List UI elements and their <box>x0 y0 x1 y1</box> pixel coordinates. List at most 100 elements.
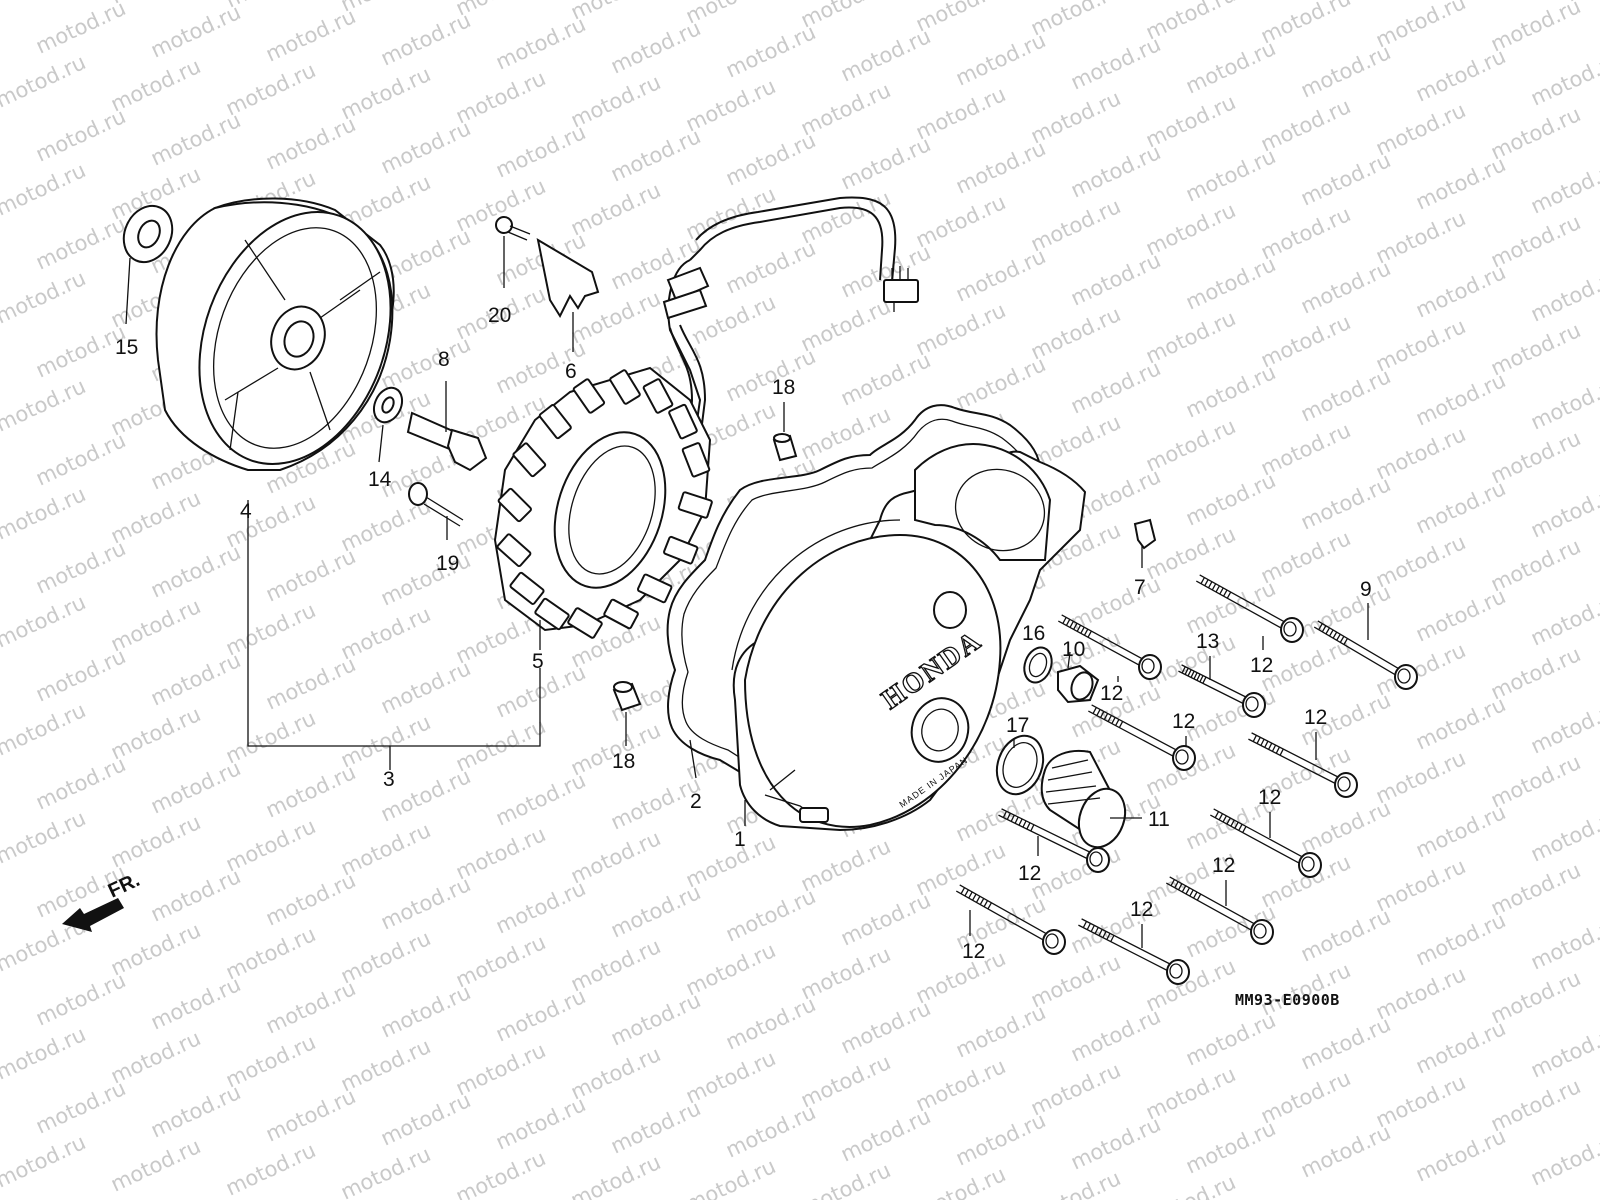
watermark-text: motod.ru <box>1412 1124 1509 1186</box>
watermark-text: motod.ru <box>607 16 704 78</box>
callout-2: 2 <box>690 790 702 813</box>
watermark-text: motod.ru <box>377 656 474 718</box>
stator-tooth <box>603 598 639 630</box>
callout-12-i: 12 <box>962 940 985 963</box>
watermark-text: motod.ru <box>722 992 819 1054</box>
watermark-text: motod.ru <box>492 120 589 182</box>
callout-17: 17 <box>1006 714 1029 737</box>
watermark-text: motod.ru <box>797 942 894 1004</box>
watermark-text: motod.ru <box>262 760 359 822</box>
watermark-text: motod.ru <box>607 1096 704 1158</box>
watermark-text: motod.ru <box>1487 210 1584 272</box>
watermark-text: motod.ru <box>1027 842 1124 904</box>
watermark-text: motod.ru <box>682 1046 779 1108</box>
watermark-text: motod.ru <box>1297 256 1394 318</box>
watermark-text: motod.ru <box>1527 1020 1600 1082</box>
watermark-text: motod.ru <box>1412 800 1509 862</box>
watermark-text: motod.ru <box>0 158 89 220</box>
watermark-text: motod.ru <box>952 244 1049 306</box>
callout-6: 6 <box>565 360 577 383</box>
callout-15: 15 <box>115 336 138 359</box>
watermark-text: motod.ru <box>147 864 244 926</box>
watermark-text: motod.ru <box>0 1022 89 1084</box>
watermark-text: motod.ru <box>567 70 664 132</box>
watermark-text: motod.ru <box>1142 1062 1239 1124</box>
watermark-text: motod.ru <box>262 868 359 930</box>
watermark-text: motod.ru <box>32 536 129 598</box>
callout-20: 20 <box>488 304 511 327</box>
washer-part-14 <box>372 386 404 463</box>
watermark-text: motod.ru <box>1067 1004 1164 1066</box>
watermark-text: motod.ru <box>337 62 434 124</box>
watermark-text: motod.ru <box>682 938 779 1000</box>
watermark-text: motod.ru <box>1257 310 1354 372</box>
bolt-part-13 <box>1178 656 1266 718</box>
callout-18-upper: 18 <box>772 376 795 399</box>
watermark-text: motod.ru <box>837 24 934 86</box>
watermark-text: motod.ru <box>262 652 359 714</box>
watermark-text: motod.ru <box>837 888 934 950</box>
watermark-text: motod.ru <box>147 108 244 170</box>
watermark-text: motod.ru <box>1412 1016 1509 1078</box>
watermark-text: motod.ru <box>952 28 1049 90</box>
watermark-text: motod.ru <box>1372 206 1469 268</box>
stator-tooth <box>567 607 603 639</box>
watermark-text: motod.ru <box>1182 1008 1279 1070</box>
watermark-text: motod.ru <box>567 178 664 240</box>
bolt-part-12 <box>1078 918 1190 985</box>
watermark-text: motod.ru <box>492 12 589 74</box>
watermark-text: motod.ru <box>722 344 819 406</box>
watermark-text: motod.ru <box>377 1088 474 1150</box>
watermark-text: motod.ru <box>1142 90 1239 152</box>
watermark-text: motod.ru <box>912 838 1009 900</box>
watermark-text: motod.ru <box>1067 1112 1164 1174</box>
stator-tooth <box>636 573 673 604</box>
watermark-text: motod.ru <box>797 78 894 140</box>
watermark-text: motod.ru <box>797 186 894 248</box>
callout-12-d: 12 <box>1304 706 1327 729</box>
watermark-text: motod.ru <box>262 976 359 1038</box>
watermark-text: motod.ru <box>797 834 894 896</box>
watermark-text: motod.ru <box>222 1030 319 1092</box>
watermark-text: motod.ru <box>1297 364 1394 426</box>
watermark-text: motod.ru <box>337 1034 434 1096</box>
watermark-text: motod.ru <box>1182 252 1279 314</box>
bolt-part-12 <box>1195 574 1304 650</box>
watermark-text: motod.ru <box>1487 750 1584 812</box>
watermark-text: motod.ru <box>147 0 244 62</box>
watermark-text: motod.ru <box>1412 260 1509 322</box>
watermark-text: motod.ru <box>492 876 589 938</box>
watermark-text: motod.ru <box>377 116 474 178</box>
watermark-text: motod.ru <box>1487 102 1584 164</box>
watermark-text: motod.ru <box>1297 1120 1394 1182</box>
callout-11: 11 <box>1148 808 1170 831</box>
watermark-text: motod.ru <box>1067 248 1164 310</box>
watermark-text: motod.ru <box>262 1084 359 1146</box>
bolt-part-12 <box>955 884 1066 955</box>
watermark-text: motod.ru <box>0 266 89 328</box>
watermark-text: motod.ru <box>1067 32 1164 94</box>
watermark-text: motod.ru <box>682 830 779 892</box>
watermark-text: motod.ru <box>1142 198 1239 260</box>
watermark-text: motod.ru <box>1527 588 1600 650</box>
watermark-text: motod.ru <box>1487 642 1584 704</box>
watermark-text: motod.ru <box>722 236 819 298</box>
generator-cover-part-1: HONDA MADE IN JAPAN <box>731 443 1087 832</box>
watermark-text: motod.ru <box>1372 530 1469 592</box>
watermark-text: motod.ru <box>722 1100 819 1162</box>
clip-part-7 <box>1133 518 1157 568</box>
stator-tooth <box>497 487 532 523</box>
watermark-text: motod.ru <box>32 104 129 166</box>
watermark-text: motod.ru <box>32 752 129 814</box>
watermark-text: motod.ru <box>337 602 434 664</box>
watermark-text: motod.ru <box>1142 522 1239 584</box>
watermark-text: motod.ru <box>1027 1058 1124 1120</box>
watermark-text: motod.ru <box>32 428 129 490</box>
watermark-text: motod.ru <box>337 818 434 880</box>
watermark-text: motod.ru <box>1297 904 1394 966</box>
watermark-text: motod.ru <box>1527 372 1600 434</box>
watermark-text: motod.ru <box>1527 804 1600 866</box>
stator-tooth <box>663 535 699 565</box>
watermark-text: motod.ru <box>1372 854 1469 916</box>
watermark-text: motod.ru <box>32 212 129 274</box>
